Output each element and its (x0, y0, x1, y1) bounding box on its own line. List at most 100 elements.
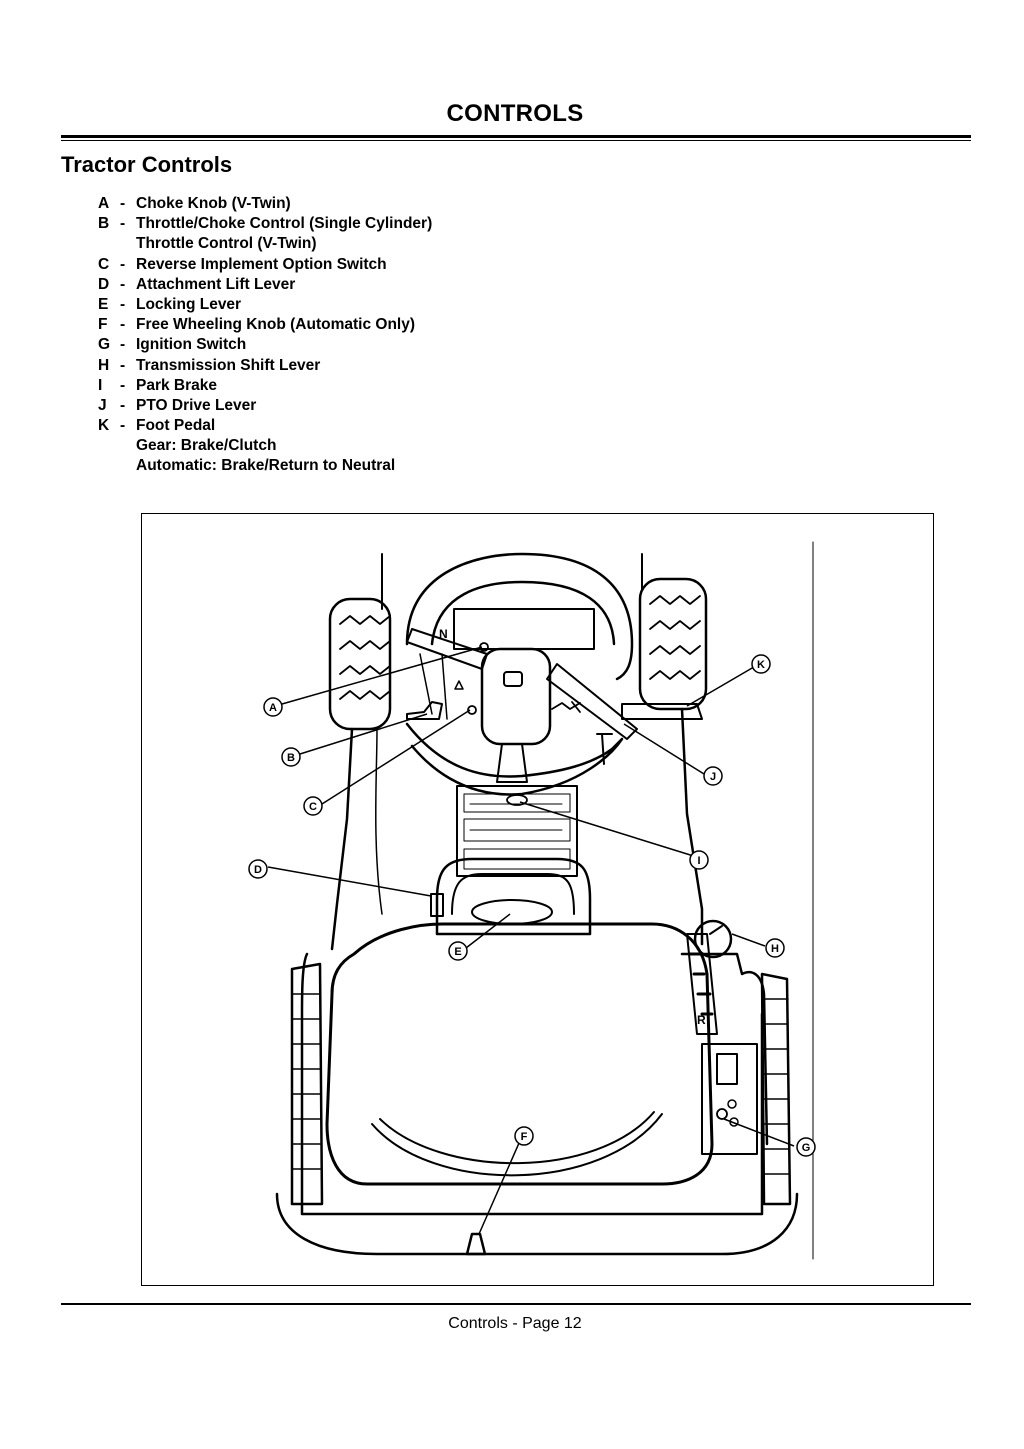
legend-letter (98, 234, 120, 254)
legend-dash: - (120, 376, 126, 394)
legend-letter: H (98, 356, 110, 374)
callout-k: K (751, 654, 771, 674)
rear-left-tire (290, 962, 324, 1206)
seat (325, 922, 714, 1186)
callout-d: D (248, 859, 268, 879)
callout-h: H (765, 938, 785, 958)
legend-row: Gear: Brake/Clutch (98, 436, 432, 456)
legend-description: Gear: Brake/Clutch (136, 437, 277, 455)
legend-dash (120, 234, 136, 254)
header-rule-thin (61, 140, 971, 141)
legend-description: Park Brake (136, 376, 218, 394)
legend-row: J-PTO Drive Lever (98, 396, 432, 416)
legend-description: Automatic: Brake/Return to Neutral (136, 457, 396, 475)
legend-letter: K (98, 417, 110, 435)
legend-letter: I (98, 376, 103, 394)
legend-row: I-Park Brake (98, 376, 432, 396)
legend-row: K-Foot Pedal (98, 416, 432, 436)
legend-description: Locking Lever (136, 295, 242, 313)
legend-letter: G (98, 336, 111, 354)
legend-dash: - (120, 417, 126, 435)
callout-label: C (309, 801, 317, 813)
shift-lever-knob (693, 919, 733, 959)
throttle-lever (406, 701, 443, 720)
legend-letter: J (98, 396, 107, 414)
legend-dash: - (120, 356, 126, 374)
free-wheeling-knob (465, 1232, 487, 1256)
controls-legend: A-Choke Knob (V-Twin)B-Throttle/Choke Co… (98, 194, 432, 477)
callout-c: C (303, 796, 323, 816)
callout-j: J (703, 766, 723, 786)
legend-dash: - (120, 336, 126, 354)
callout-a: A (263, 697, 283, 717)
legend-dash: - (120, 255, 126, 273)
callout-label: H (771, 943, 779, 955)
legend-letter: F (98, 316, 108, 334)
section-title: Tractor Controls (61, 152, 233, 177)
callout-label: E (454, 946, 461, 958)
callout-i: I (689, 850, 709, 870)
legend-row: Automatic: Brake/Return to Neutral (98, 456, 432, 476)
shift-mark-r: R (697, 1013, 706, 1027)
callout-label: A (269, 702, 277, 714)
legend-letter: A (98, 195, 110, 212)
seat-contour (371, 1111, 663, 1177)
shift-gate (686, 933, 718, 1035)
callout-g: G (796, 1137, 816, 1157)
legend-dash: - (120, 275, 126, 293)
legend-row: E-Locking Lever (98, 295, 432, 315)
legend-letter (98, 436, 120, 456)
legend-description: Throttle Control (V-Twin) (136, 235, 317, 253)
right-fender (680, 952, 769, 1146)
legend-dash: - (120, 295, 126, 313)
legend-letter: D (98, 275, 110, 293)
rear-deck (275, 952, 799, 1256)
callout-f: F (514, 1126, 534, 1146)
callout-e: E (448, 941, 468, 961)
header-rule (61, 135, 971, 138)
callout-label: I (697, 855, 700, 867)
legend-description: Choke Knob (V-Twin) (136, 195, 291, 212)
legend-description: Reverse Implement Option Switch (136, 255, 387, 273)
foot-pedal (621, 703, 703, 720)
legend-dash (120, 456, 136, 476)
leader-lines (267, 646, 795, 1235)
seat-well (435, 857, 592, 936)
lift-lever (430, 893, 444, 917)
legend-description: Foot Pedal (136, 417, 216, 435)
legend-dash: - (120, 215, 126, 233)
legend-dash: - (120, 396, 126, 414)
page-footer: Controls - Page 12 (448, 1315, 582, 1332)
tractor-diagram: N R A B C D E F G H I J K (248, 541, 816, 1260)
footer-rule (61, 1303, 971, 1305)
legend-letter (98, 456, 120, 476)
callout-label: J (710, 771, 716, 783)
dash-panel (453, 608, 595, 650)
callout-b: B (281, 747, 301, 767)
legend-description: Free Wheeling Knob (Automatic Only) (136, 316, 416, 334)
tractor-controls-figure: N R A B C D E F G H I J K (141, 513, 934, 1286)
park-brake-knob (506, 794, 528, 806)
legend-description: Ignition Switch (136, 336, 247, 354)
callout-label: F (521, 1131, 528, 1143)
shift-mark-n: N (439, 627, 448, 641)
legend-letter: E (98, 295, 109, 313)
page-title: CONTROLS (446, 100, 584, 127)
legend-row: C-Reverse Implement Option Switch (98, 255, 432, 275)
legend-dash: - (120, 195, 126, 212)
decal-panel (456, 785, 578, 877)
legend-row: H-Transmission Shift Lever (98, 356, 432, 376)
legend-row: Throttle Control (V-Twin) (98, 234, 432, 254)
legend-row: B-Throttle/Choke Control (Single Cylinde… (98, 214, 432, 234)
legend-row: A-Choke Knob (V-Twin) (98, 194, 432, 214)
legend-dash (120, 436, 136, 456)
front-left-tire (328, 597, 392, 731)
legend-letter: B (98, 215, 110, 233)
legend-letter: C (98, 255, 110, 273)
ignition-panel (701, 1043, 758, 1155)
front-right-tire (638, 577, 708, 711)
callout-label: K (757, 659, 765, 671)
steering-hub (480, 647, 552, 746)
legend-description: Transmission Shift Lever (136, 356, 321, 374)
legend-description: Throttle/Choke Control (Single Cylinder) (136, 215, 433, 233)
